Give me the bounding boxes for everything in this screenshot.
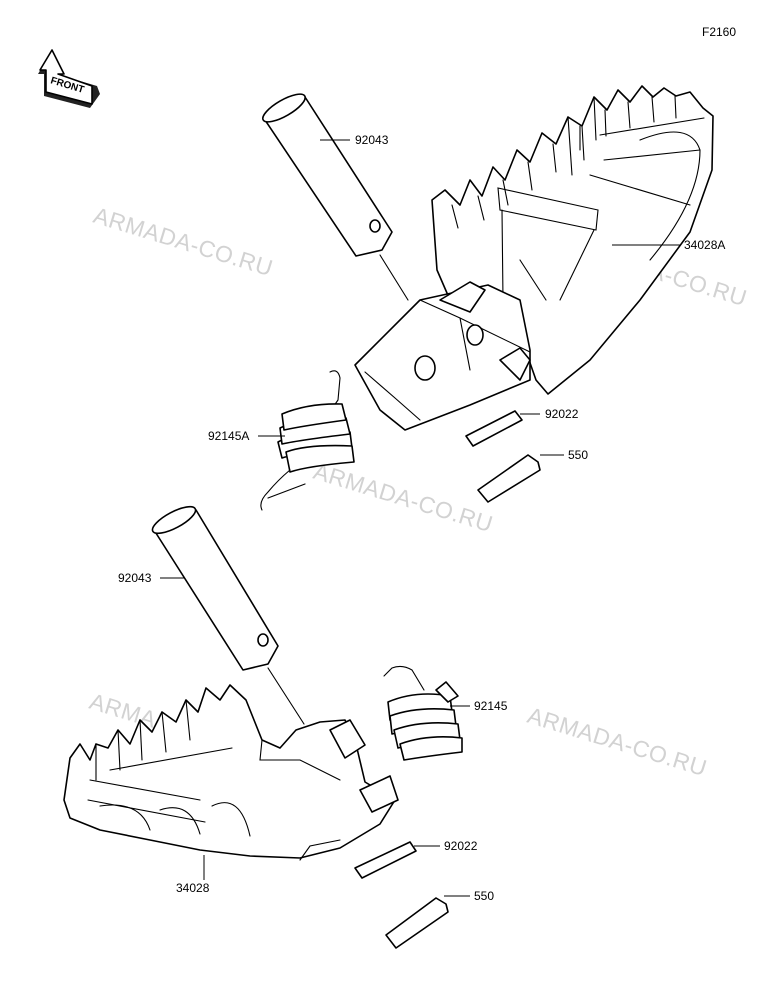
watermark-3: ARMADA-CO.RU bbox=[311, 458, 497, 537]
callout-step-lower: 34028 bbox=[176, 881, 210, 895]
callouts: 92043 34028A 92022 550 92145A 92043 9214… bbox=[118, 133, 725, 903]
watermark-1: ARMADA-CO.RU bbox=[91, 202, 277, 281]
footpeg-upper bbox=[354, 85, 714, 431]
washer-upper bbox=[465, 410, 523, 447]
callout-cotter-upper: 550 bbox=[568, 448, 588, 462]
leader-lines bbox=[160, 139, 680, 897]
callout-cotter-lower: 550 bbox=[474, 889, 494, 903]
cotter-upper bbox=[477, 454, 541, 503]
cotter-lower bbox=[385, 897, 449, 949]
callout-pin-lower: 92043 bbox=[118, 571, 152, 585]
front-arrow-icon: FRONT bbox=[38, 49, 100, 108]
washer-lower bbox=[354, 841, 417, 879]
callout-step-upper: 34028A bbox=[684, 238, 725, 252]
callout-spring-lower: 92145 bbox=[474, 699, 508, 713]
callout-spring-upper: 92145A bbox=[208, 429, 249, 443]
spring-lower bbox=[383, 665, 463, 761]
spring-upper bbox=[260, 370, 355, 511]
callout-washer-lower: 92022 bbox=[444, 839, 478, 853]
pin-lower bbox=[151, 505, 305, 725]
figure-code: F2160 bbox=[702, 25, 736, 39]
watermark-5: ARMADA-CO.RU bbox=[525, 702, 711, 781]
pin-upper bbox=[262, 93, 409, 301]
callout-pin-upper: 92043 bbox=[355, 133, 389, 147]
callout-washer-upper: 92022 bbox=[545, 407, 579, 421]
footpeg-lower bbox=[63, 684, 399, 861]
